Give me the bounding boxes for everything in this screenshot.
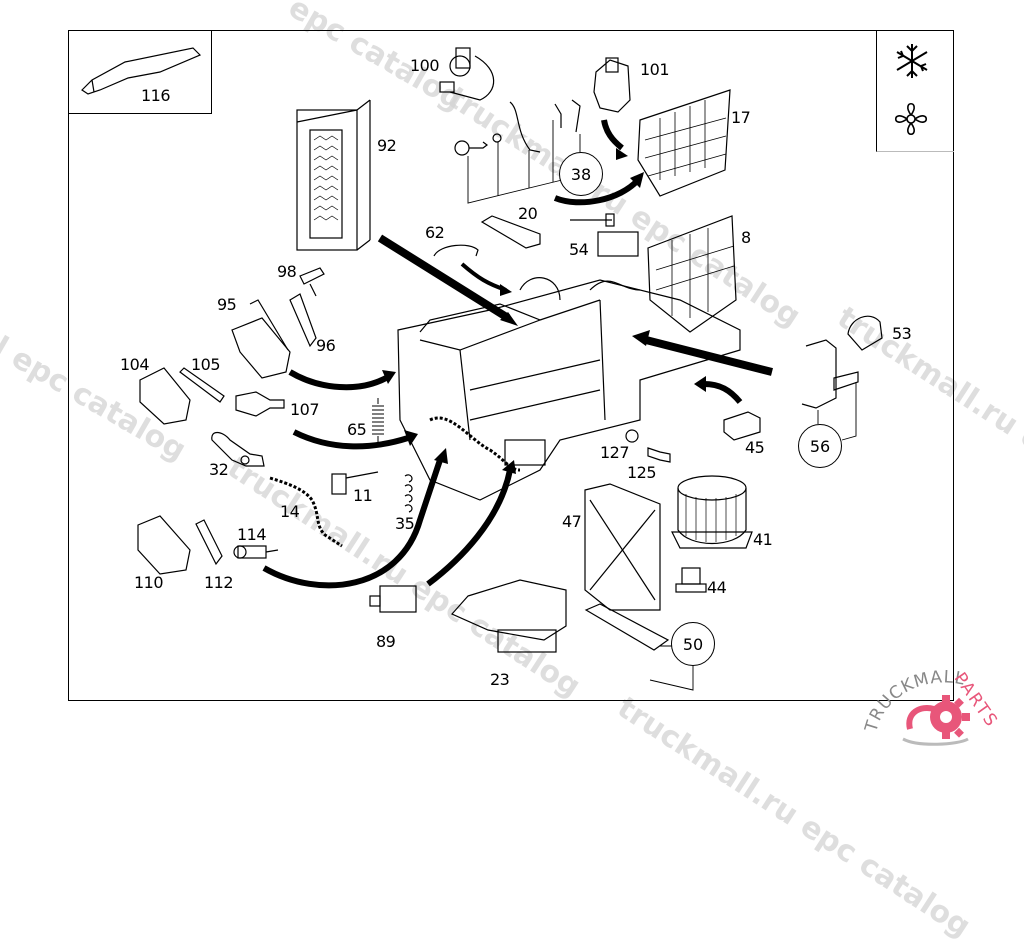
part-98-lever	[299, 267, 325, 297]
label-110[interactable]: 110	[134, 573, 164, 592]
label-41[interactable]: 41	[753, 530, 773, 549]
label-104[interactable]: 104	[120, 355, 150, 374]
part-35-clips	[404, 474, 413, 513]
label-35[interactable]: 35	[395, 514, 415, 533]
circled-label-50[interactable]: 50	[671, 622, 715, 666]
part-45-connector	[723, 411, 761, 441]
part-101-actuator	[593, 57, 631, 113]
part-62-clip	[433, 244, 479, 257]
part-107-linkage	[235, 391, 285, 417]
label-53[interactable]: 53	[892, 324, 912, 343]
label-54[interactable]: 54	[569, 240, 589, 259]
part-44-resistor	[675, 567, 707, 593]
part-41-blower	[671, 475, 753, 549]
part-20-plate	[480, 215, 541, 249]
legend-icon-box	[876, 30, 954, 152]
label-32[interactable]: 32	[209, 460, 229, 479]
part-56-linkage	[801, 339, 859, 441]
label-65[interactable]: 65	[347, 420, 367, 439]
arrow-heads	[382, 148, 706, 474]
circled-label-56[interactable]: 56	[798, 424, 842, 468]
part-38-fasteners	[454, 99, 581, 204]
part-110-actuator	[137, 515, 191, 575]
label-96[interactable]: 96	[316, 336, 336, 355]
part-65-spring	[372, 398, 384, 442]
label-125[interactable]: 125	[627, 463, 657, 482]
label-100[interactable]: 100	[410, 56, 440, 75]
part-127-washer	[625, 429, 639, 443]
label-107[interactable]: 107	[290, 400, 320, 419]
label-62[interactable]: 62	[425, 223, 445, 242]
part-54-actuator	[570, 213, 639, 257]
label-20[interactable]: 20	[518, 204, 538, 223]
brand-logo: TRUCKMALL PARTS	[858, 655, 1024, 750]
part-47-filter	[584, 483, 661, 611]
label-8[interactable]: 8	[741, 228, 751, 247]
part-112-lever	[195, 519, 223, 566]
label-45[interactable]: 45	[745, 438, 765, 457]
label-23[interactable]: 23	[490, 670, 510, 689]
main-hvac-housing	[397, 277, 741, 501]
label-95[interactable]: 95	[217, 295, 237, 314]
label-92[interactable]: 92	[377, 136, 397, 155]
part-50-filter-cover	[584, 603, 670, 651]
fan-icon	[894, 102, 928, 136]
label-114[interactable]: 114	[237, 525, 267, 544]
snowflake-icon	[896, 44, 928, 78]
part-125-bolt	[647, 447, 671, 463]
part-114-connector	[233, 545, 279, 559]
part-11-sensor	[331, 471, 379, 495]
label-98[interactable]: 98	[277, 262, 297, 281]
label-17[interactable]: 17	[731, 108, 751, 127]
part-53-sensor	[847, 315, 883, 351]
label-116[interactable]: 116	[141, 86, 171, 105]
part-17-housing	[637, 89, 731, 197]
part-89-module	[369, 585, 417, 613]
part-14-hose	[269, 476, 343, 548]
label-44[interactable]: 44	[707, 578, 727, 597]
part-105-lever	[179, 367, 225, 403]
part-23-duct	[451, 579, 567, 653]
label-47[interactable]: 47	[562, 512, 582, 531]
label-105[interactable]: 105	[191, 355, 221, 374]
assembly-arrows	[262, 119, 743, 589]
pointer-arrows	[377, 234, 773, 376]
label-101[interactable]: 101	[640, 60, 670, 79]
part-92-heater-core	[296, 99, 371, 251]
part-104-actuator	[139, 367, 191, 425]
part-95-actuator	[231, 299, 291, 379]
label-127[interactable]: 127	[600, 443, 630, 462]
exploded-parts-diagram	[81, 44, 928, 691]
part-8-housing	[647, 215, 737, 333]
label-89[interactable]: 89	[376, 632, 396, 651]
inset-part-116-box	[68, 30, 212, 114]
part-116-bracket	[81, 47, 202, 95]
part-100-actuator	[439, 47, 495, 101]
diagram-frame	[68, 30, 954, 701]
label-11[interactable]: 11	[353, 486, 373, 505]
label-14[interactable]: 14	[280, 502, 300, 521]
part-96-lever	[289, 293, 317, 348]
part-32-actuator	[211, 431, 265, 467]
circled-label-38[interactable]: 38	[559, 152, 603, 196]
label-112[interactable]: 112	[204, 573, 234, 592]
